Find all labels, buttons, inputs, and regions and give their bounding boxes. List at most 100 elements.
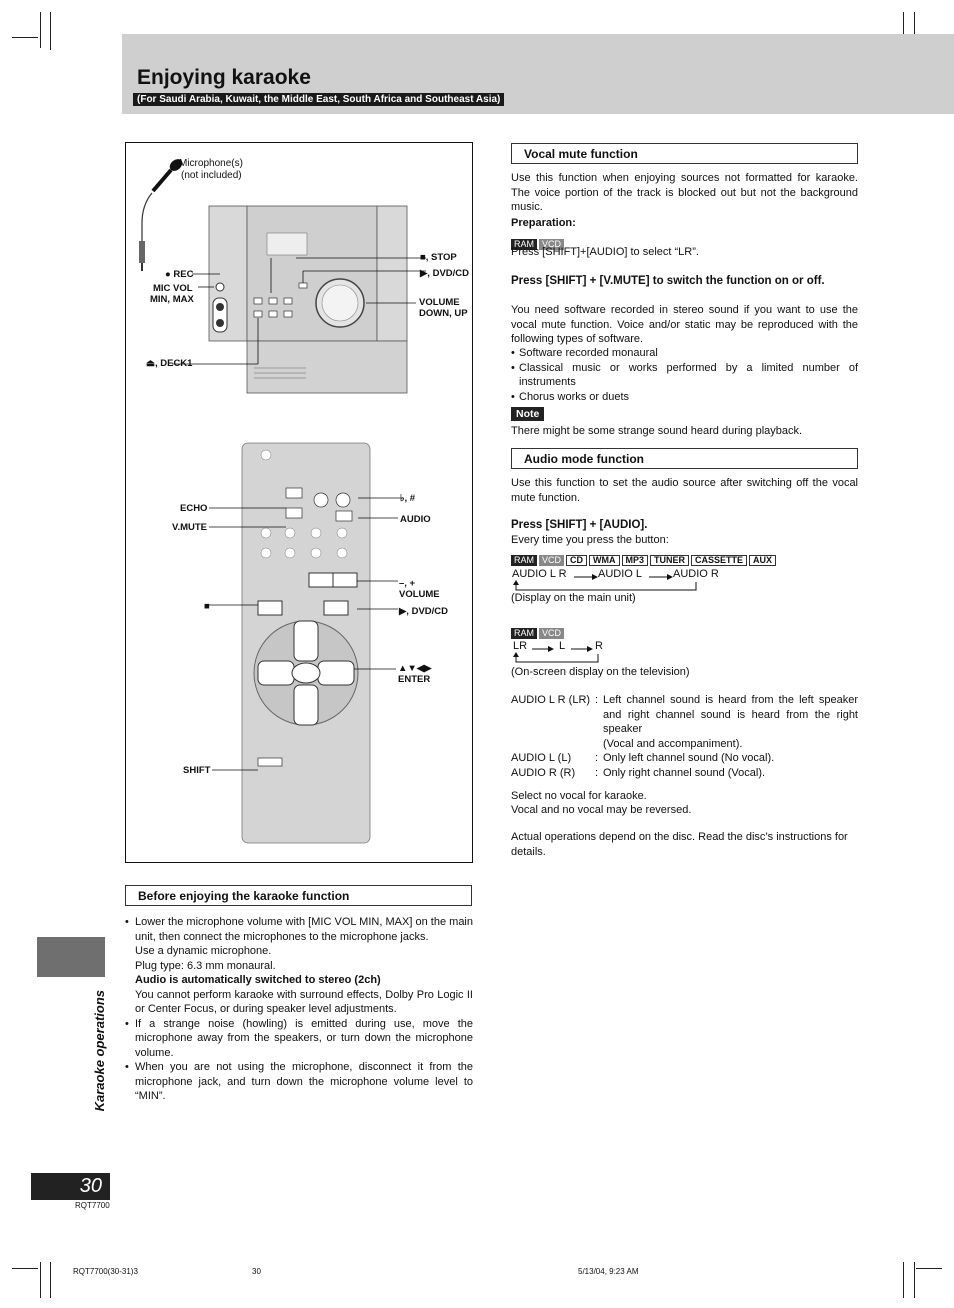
audio-intro: Use this function to set the audio sourc… [511,477,858,504]
vocal-items: •Software recorded monaural •Classical m… [511,346,858,404]
badge-vcd: VCD [539,239,565,250]
badge-cassette: CASSETTE [691,555,748,566]
audio-definitions: AUDIO L R (LR):Left channel sound is hea… [511,693,858,780]
microphone-label: Microphone(s) [179,158,243,169]
crop-mark [914,12,915,50]
bullet-item: • If a strange noise (howling) is emitte… [125,1017,473,1059]
minus-plus-label: –, + [399,578,416,589]
badge-aux: AUX [749,555,777,566]
vocal-prep-text: Press [SHIFT]+[AUDIO] to select “LR”. [511,246,699,258]
seq2-a: LR [513,640,528,652]
crop-mark [903,1262,904,1298]
badge-ram: RAM [511,628,537,639]
seq1-arrows [513,574,697,591]
before-b3: When you are not using the microphone, d… [135,1061,473,1102]
badge-tuner: TUNER [650,555,690,566]
audio-instruction: Press [SHIFT] + [AUDIO]. [511,519,648,531]
main-unit [208,205,408,394]
list-item: •Classical music or works performed by a… [511,361,858,389]
before-b2: If a strange noise (howling) is emitted … [135,1017,473,1059]
before-b1-l4: You cannot perform karaoke with surround… [135,988,473,1016]
region-subtitle: (For Saudi Arabia, Kuwait, the Middle Ea… [133,93,505,106]
echo-label: ECHO [180,503,208,514]
crop-mark [916,1268,942,1269]
badge-ram: RAM [511,555,537,566]
vocal-prep: Preparation: [511,217,576,229]
section-tab [37,937,105,977]
stop-remote-label: ■ [204,601,210,612]
before-b1-l3: Plug type: 6.3 mm monaural. [135,959,276,972]
seq2-b: L [559,640,566,652]
shift-label: SHIFT [183,765,211,776]
badge-vcd: VCD [539,628,565,639]
badge-vcd: VCD [539,555,565,566]
stop-label: ■, STOP [420,252,457,263]
badge-ram: RAM [511,239,537,250]
list-item: •Software recorded monaural [511,347,658,359]
vocal-intro: Use this function when enjoying sources … [511,172,858,213]
seq1-b: AUDIO L [598,568,643,580]
page-number: 30 [31,1173,110,1200]
crop-mark [50,1262,51,1298]
audio-label: AUDIO [400,514,431,525]
before-heading: Before enjoying the karaoke function [125,885,472,906]
badge-wma: WMA [589,555,620,566]
dvdcd-label: ▶, DVD/CD [420,268,470,279]
remote-volume-label: VOLUME [399,589,440,600]
crop-mark [40,1262,41,1298]
microphone-note: (not included) [181,170,242,181]
vocal-heading: Vocal mute function [511,143,858,164]
mic-vol-label-2: MIN, MAX [150,294,194,305]
bullet-item: • Lower the microphone volume with [MIC … [125,916,473,1016]
deck1-label: ⏏, DECK1 [146,358,193,369]
volume-label-2: DOWN, UP [419,308,468,319]
sidebar-section-label: Karaoke operations [92,990,107,1112]
crop-mark [903,12,904,48]
footer-page: 30 [252,1267,261,1276]
microphone-icon [139,159,183,271]
bullet-item: • When you are not using the microphone,… [125,1061,473,1102]
mic-vol-label: MIC VOL [153,283,193,294]
crop-mark [50,12,51,50]
crop-mark [12,37,38,38]
seq1-c: AUDIO R [673,568,719,580]
arrows-label: ▲▼◀▶ [398,663,432,674]
crop-mark [12,1268,38,1269]
file-code: RQT7700(30-31)3 [73,1267,138,1276]
callout-lines [172,257,426,771]
vmute-label: V.MUTE [172,522,208,533]
definition-row: AUDIO L (L):Only left channel sound (No … [511,752,775,764]
doc-code: RQT7700 [75,1201,110,1210]
remote-control [241,442,371,844]
enter-label: ENTER [398,674,431,685]
badge-mp3: MP3 [621,555,649,566]
before-b1-bold: Audio is automatically switched to stere… [135,974,381,986]
tail-3: Actual operations depend on the disc. Re… [511,831,848,858]
crop-mark [40,12,41,48]
volume-label: VOLUME [419,297,460,308]
figure-box [125,142,473,863]
tail-2: Vocal and no vocal may be reversed. [511,804,692,816]
list-item: •Chorus works or duets [511,390,630,403]
rec-label: ● REC [165,269,194,280]
seq1-a: AUDIO L R [512,568,567,580]
tail-1: Select no vocal for karaoke. [511,790,647,802]
before-b1-l2: Use a dynamic microphone. [135,945,272,957]
every-time: Every time you press the button: [511,534,669,546]
seq1-caption: (Display on the main unit) [511,592,636,604]
definition-row: (Vocal and accompaniment). [603,737,743,750]
flat-sharp-label: ♭, # [400,493,416,504]
note-text: There might be some strange sound heard … [511,425,803,437]
note-badge: Note [511,407,545,421]
definition-row: AUDIO R (R):Only right channel sound (Vo… [511,766,766,779]
seq2-caption: (On-screen display on the television) [511,666,690,678]
before-list: • Lower the microphone volume with [MIC … [125,915,473,1104]
before-b1: Lower the microphone volume with [MIC VO… [135,916,473,943]
footer-date: 5/13/04, 9:23 AM [578,1267,639,1276]
remote-dvdcd-label: ▶, DVD/CD [399,606,449,617]
definition-row: AUDIO L R (LR):Left channel sound is hea… [511,694,858,735]
seq2-c: R [595,640,603,652]
